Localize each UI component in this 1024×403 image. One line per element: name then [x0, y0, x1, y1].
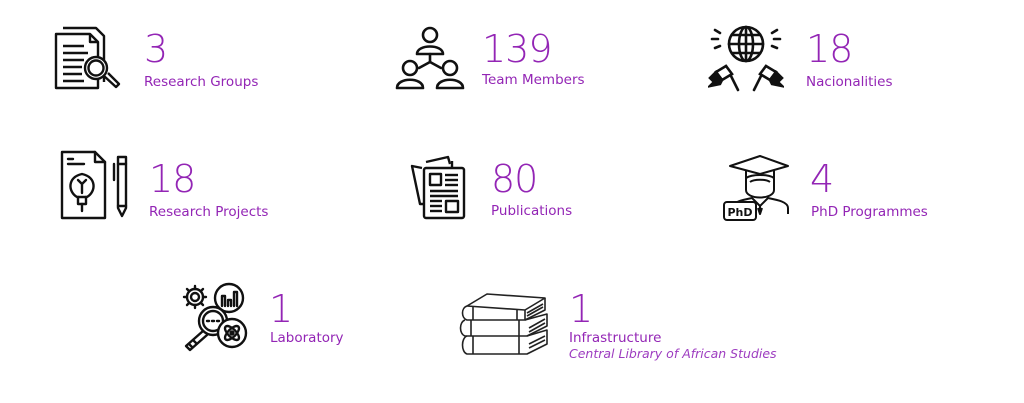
stat-sublabel: Central Library of African Studies — [569, 346, 777, 361]
globe-flags-icon — [708, 22, 784, 94]
stat-label: PhD Programmes — [811, 204, 928, 220]
stat-value: 80 — [491, 157, 538, 201]
stat-value: 18 — [149, 157, 196, 201]
stat-label: Team Members — [482, 72, 585, 88]
stat-value: 1 — [269, 287, 293, 331]
stat-value: 4 — [810, 157, 834, 201]
team-network-icon — [395, 24, 465, 92]
stat-label: Publications — [491, 203, 573, 219]
graduate-phd-icon: PhD — [722, 152, 794, 222]
stat-label: Nacionalities — [806, 74, 893, 90]
lab-research-icon — [182, 282, 250, 352]
stat-label: Research Projects — [149, 204, 269, 220]
stat-value: 1 — [569, 287, 593, 331]
newspaper-icon — [408, 152, 468, 220]
stat-label: Research Groups — [144, 74, 259, 90]
books-stack-icon — [457, 292, 553, 358]
stat-label: Laboratory — [270, 330, 344, 346]
stat-value: 139 — [482, 27, 553, 71]
idea-document-pen-icon — [60, 150, 130, 220]
svg-text:PhD: PhD — [727, 206, 752, 219]
stat-value: 18 — [806, 27, 853, 71]
document-search-icon — [54, 24, 124, 92]
stat-label: Infrastructure — [569, 330, 662, 346]
stat-value: 3 — [144, 27, 168, 71]
